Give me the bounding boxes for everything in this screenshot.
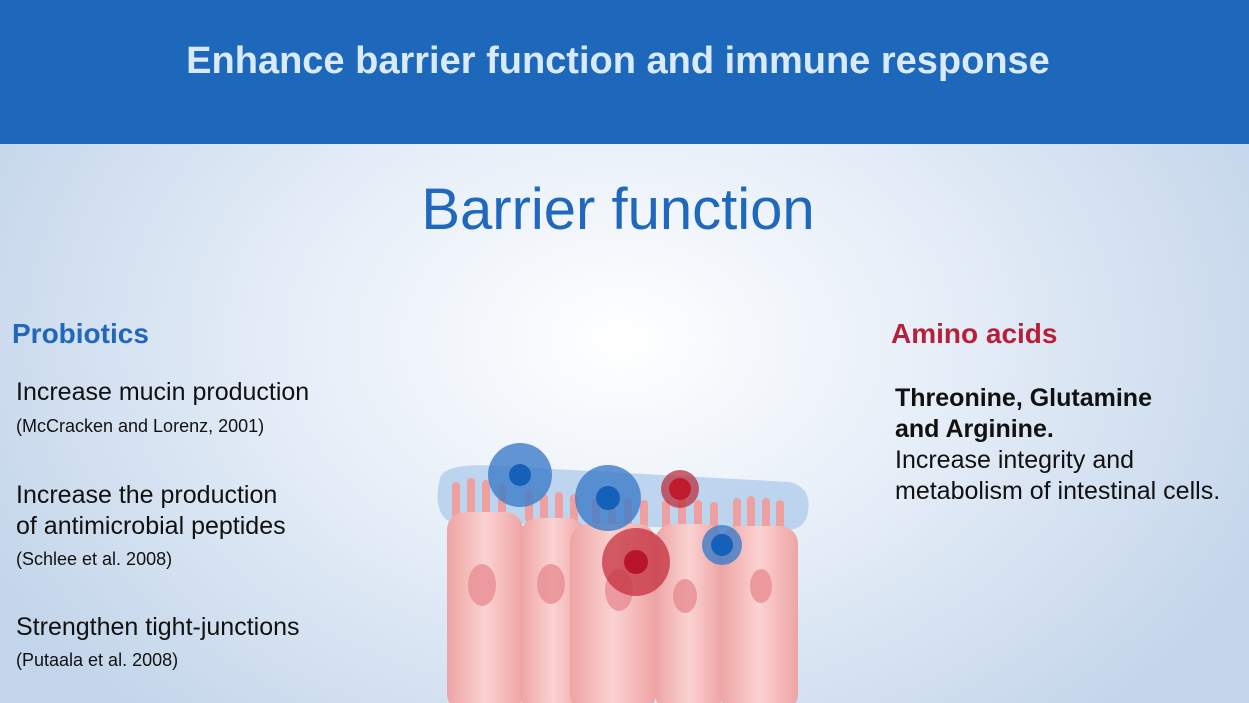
probiotic-item-2: Increase the production (16, 481, 278, 509)
header-banner: Enhance barrier function and immune resp… (0, 0, 1249, 144)
probiotic-item-2b: of antimicrobial peptides (16, 512, 286, 540)
immune-particles (488, 443, 742, 596)
probiotic-ref-3: (Putaala et al. 2008) (16, 650, 179, 670)
section-title: Barrier function (421, 177, 815, 242)
amino-text-2: metabolism of intestinal cells. (895, 477, 1221, 505)
probiotics-heading: Probiotics (12, 318, 149, 349)
probiotic-ref-2: (Schlee et al. 2008) (16, 549, 173, 569)
probiotic-item-3: Strengthen tight-junctions (16, 613, 300, 641)
amino-bold-2: and Arginine. (895, 415, 1054, 443)
amino-acids-heading: Amino acids (891, 318, 1058, 349)
probiotic-item-1: Increase mucin production (16, 378, 310, 406)
amino-bold-1: Threonine, Glutamine (895, 384, 1152, 412)
amino-text-1: Increase integrity and (895, 446, 1135, 474)
probiotic-ref-1: (McCracken and Lorenz, 2001) (16, 416, 265, 436)
banner-title: Enhance barrier function and immune resp… (186, 40, 1050, 82)
cell-nuclei (468, 564, 772, 613)
